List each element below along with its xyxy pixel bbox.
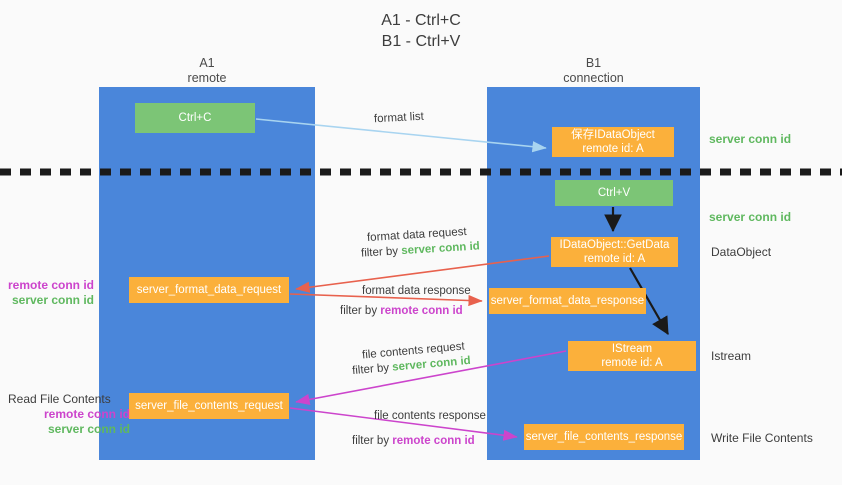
label-server-conn-id-left-2: server conn id <box>47 422 130 436</box>
filter-key-remote-conn-id-2: remote conn id <box>392 435 475 447</box>
box-save-idataobject[interactable]: 保存IDataObject remote id: A <box>552 127 674 157</box>
lane-b1-subtitle: connection <box>563 71 624 85</box>
box-server-format-data-response[interactable]: server_format_data_response <box>489 288 646 314</box>
lane-header-b1: B1 connection <box>487 56 700 86</box>
box-istream[interactable]: IStream remote id: A <box>568 341 696 371</box>
filter-key-server-conn-id-1: server conn id <box>400 240 481 258</box>
box-getdata-line2: remote id: A <box>583 253 646 265</box>
label-read-file-contents: Read File Contents <box>8 392 111 406</box>
filter-prefix-2: filter by <box>340 305 381 317</box>
box-server-format-data-request[interactable]: server_format_data_request <box>129 277 289 303</box>
label-istream: Istream <box>711 349 752 363</box>
box-ctrl-v-label: Ctrl+V <box>597 187 631 199</box>
box-server-format-data-response-label: server_format_data_response <box>490 295 645 307</box>
edge-label-format-data-response-filter: filter by remote conn id <box>340 304 463 319</box>
label-server-conn-id-top: server conn id <box>709 132 792 146</box>
box-istream-line2: remote id: A <box>601 357 663 369</box>
label-group-read-file-contents: Read File Contents remote conn id server… <box>8 392 138 437</box>
edge-label-file-contents-response: file contents response <box>374 410 486 422</box>
filter-prefix-1: filter by <box>360 245 402 260</box>
box-ctrl-c-label: Ctrl+C <box>178 112 212 124</box>
label-server-conn-id-left-1: server conn id <box>11 293 94 307</box>
lane-a1-subtitle: remote <box>187 71 227 85</box>
box-ctrl-c[interactable]: Ctrl+C <box>135 103 255 133</box>
lane-header-a1: A1 remote <box>99 56 315 86</box>
filter-prefix-4: filter by <box>352 435 393 447</box>
box-getdata-line1: IDataObject::GetData <box>559 239 670 251</box>
box-save-idataobject-line1: 保存IDataObject <box>571 129 655 141</box>
box-idataobject-getdata[interactable]: IDataObject::GetData remote id: A <box>551 237 678 267</box>
title-line-2: B1 - Ctrl+V <box>381 33 461 50</box>
box-server-file-contents-request-label: server_file_contents_request <box>135 400 283 412</box>
box-server-file-contents-response[interactable]: server_file_contents_response <box>524 424 684 450</box>
edge-label-format-list: format list <box>373 110 425 126</box>
label-group-format-conn-ids: remote conn id server conn id <box>8 278 94 308</box>
edge-label-file-contents-response-filter: filter by remote conn id <box>352 434 475 449</box>
filter-key-remote-conn-id-1: remote conn id <box>380 305 463 317</box>
label-server-conn-id-mid: server conn id <box>709 210 792 224</box>
box-server-file-contents-response-label: server_file_contents_response <box>525 431 683 443</box>
label-write-file-contents: Write File Contents <box>711 431 813 445</box>
box-save-idataobject-line2: remote id: A <box>582 143 644 155</box>
label-remote-conn-id-2: remote conn id <box>43 407 130 421</box>
title-line-1: A1 - Ctrl+C <box>381 12 461 29</box>
edge-label-format-data-response: format data response <box>362 285 471 297</box>
label-remote-conn-id-1: remote conn id <box>8 278 95 292</box>
lane-b1-name: B1 <box>585 56 602 70</box>
box-server-file-contents-request[interactable]: server_file_contents_request <box>129 393 289 419</box>
lane-a1-name: A1 <box>199 56 215 70</box>
box-istream-line1: IStream <box>611 343 653 355</box>
page-title: A1 - Ctrl+C B1 - Ctrl+V <box>0 10 842 52</box>
filter-prefix-3: filter by <box>351 361 393 378</box>
label-dataobject: DataObject <box>711 245 772 259</box>
box-server-format-data-request-label: server_format_data_request <box>136 284 282 296</box>
box-ctrl-v[interactable]: Ctrl+V <box>555 180 673 206</box>
